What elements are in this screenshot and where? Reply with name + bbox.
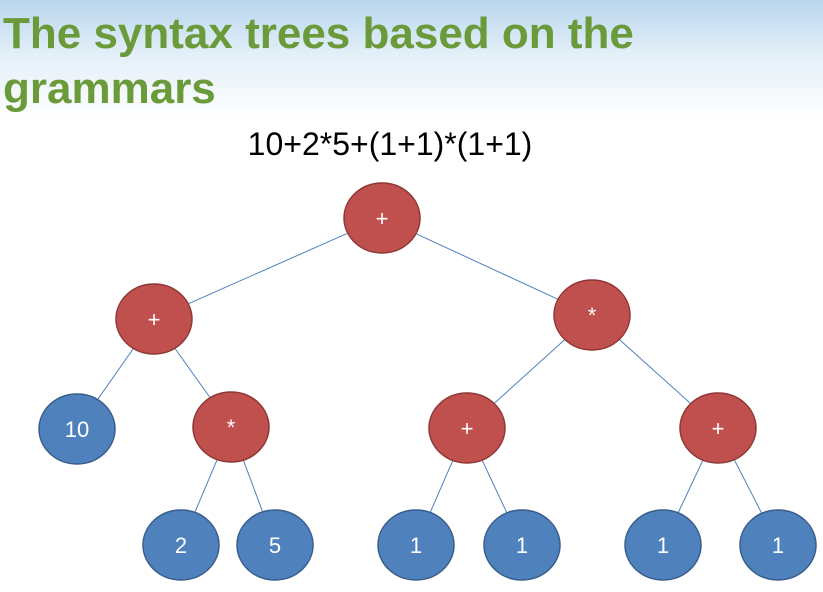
node-label: *	[588, 303, 597, 328]
operator-node-circle	[192, 391, 270, 463]
node-label: +	[376, 206, 389, 231]
edge-left-times-to-five	[242, 459, 264, 513]
node-label: 1	[772, 533, 784, 558]
operand-node-circle	[624, 509, 702, 581]
tree-node-rl-plus: +	[428, 392, 506, 464]
edge-root-to-left-plus	[188, 232, 348, 305]
operand-node-circle	[483, 509, 561, 581]
operator-node-circle	[343, 182, 421, 254]
tree-node-left-plus: +	[115, 283, 193, 355]
tree-node-two: 2	[142, 509, 220, 581]
tree-node-left-times: *	[192, 391, 270, 463]
node-label: +	[148, 307, 161, 332]
node-label: +	[712, 416, 725, 441]
edge-right-times-to-rl-plus	[493, 339, 566, 404]
operator-node-circle	[679, 392, 757, 464]
edge-rl-plus-to-one-b	[481, 459, 508, 514]
tree-node-five: 5	[236, 509, 314, 581]
edge-rl-plus-to-one-a	[429, 460, 454, 513]
node-label: +	[461, 416, 474, 441]
operator-node-circle	[428, 392, 506, 464]
operator-node-circle	[115, 283, 193, 355]
node-label: 1	[657, 533, 669, 558]
node-label: *	[227, 415, 236, 440]
tree-node-rr-plus: +	[679, 392, 757, 464]
tree-node-root: +	[343, 182, 421, 254]
title-background	[0, 0, 823, 120]
edge-left-times-to-two	[194, 459, 218, 513]
node-label: 1	[516, 533, 528, 558]
edge-left-plus-to-ten	[97, 348, 134, 400]
operand-node-circle	[236, 509, 314, 581]
tree-node-right-times: *	[553, 279, 631, 351]
tree-node-one-c: 1	[624, 509, 702, 581]
node-label: 2	[175, 533, 187, 558]
operand-node-circle	[38, 393, 116, 465]
tree-node-one-b: 1	[483, 509, 561, 581]
expression-text: 10+2*5+(1+1)*(1+1)	[247, 126, 533, 162]
edge-left-plus-to-left-times	[174, 347, 211, 399]
edge-rr-plus-to-one-d	[733, 459, 763, 514]
operator-node-circle	[553, 279, 631, 351]
operand-node-circle	[739, 509, 817, 581]
edge-rr-plus-to-one-c	[677, 459, 704, 514]
edge-root-to-right-times	[415, 233, 559, 300]
operand-node-circle	[377, 509, 455, 581]
node-label: 5	[269, 533, 281, 558]
node-label: 1	[410, 533, 422, 558]
operand-node-circle	[142, 509, 220, 581]
tree-node-ten: 10	[38, 393, 116, 465]
slide-title: The syntax trees based on the grammars	[3, 9, 634, 113]
tree-node-one-d: 1	[739, 509, 817, 581]
edge-right-times-to-rr-plus	[618, 339, 692, 404]
tree-node-one-a: 1	[377, 509, 455, 581]
node-label: 10	[65, 417, 89, 442]
